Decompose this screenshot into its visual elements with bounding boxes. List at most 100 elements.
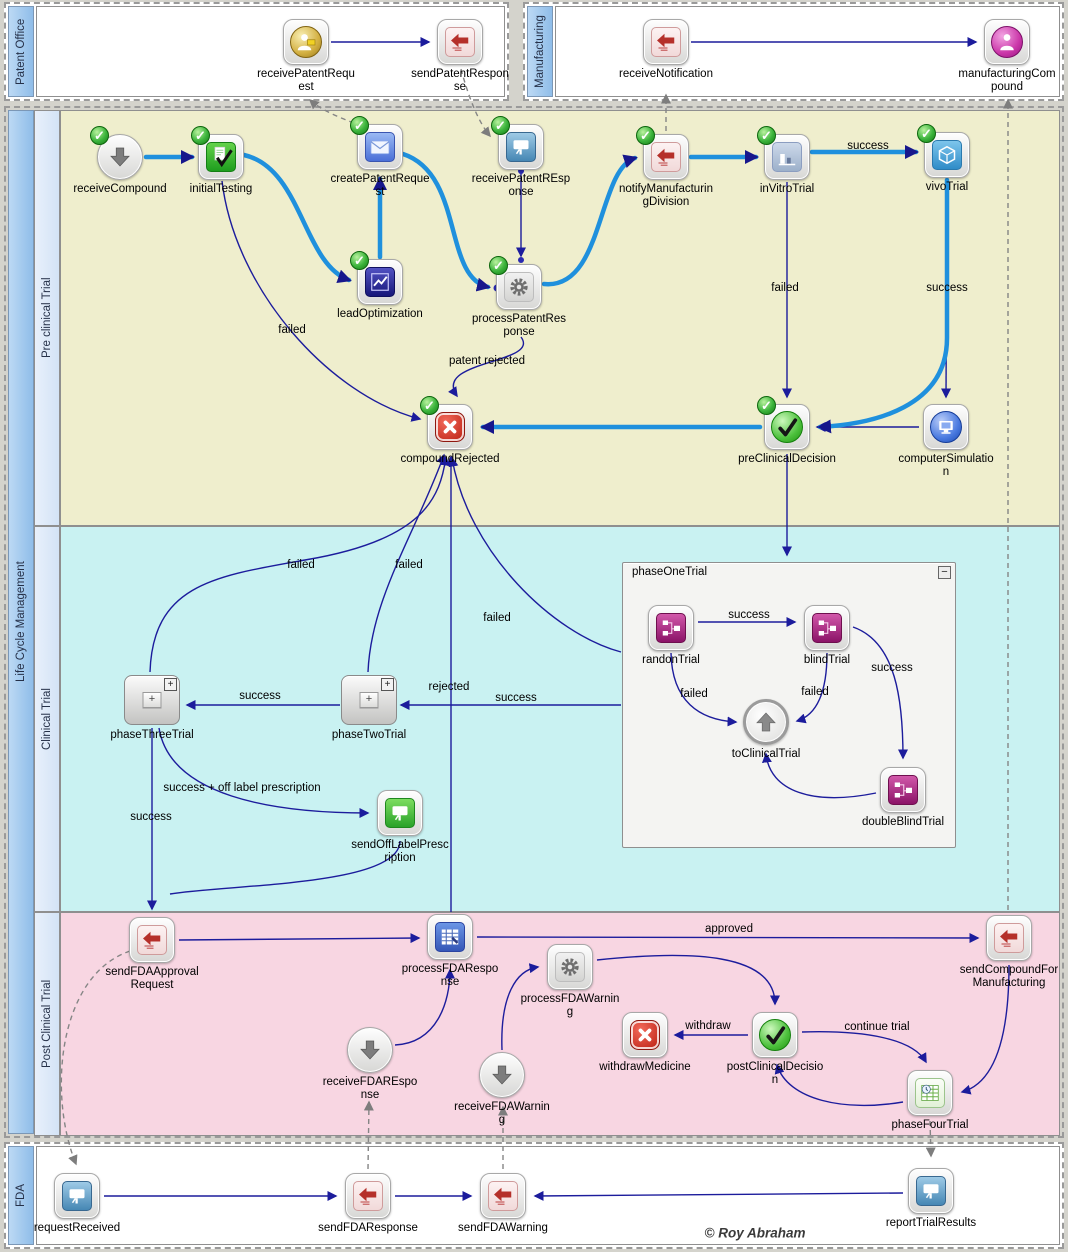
edge-label-failed: failed	[801, 686, 829, 698]
edge-label-success-off-label: success + off label prescription	[163, 782, 321, 794]
node-receiveFDAREsponse[interactable]: receiveFDAREsponse	[323, 1027, 417, 1101]
edge-label-success: success	[239, 690, 281, 702]
node-notifyManufacturingDivision[interactable]: notifyManufacturingDivision	[619, 126, 713, 208]
node-processFDAWarning[interactable]: processFDAWarning	[521, 944, 619, 1018]
spreadsheet-icon	[427, 914, 473, 960]
credit-text: © Roy Abraham	[704, 1225, 806, 1241]
lane-lcm-strip: Life Cycle Management	[8, 110, 34, 1134]
edge-label-continue-trial: continue trial	[844, 1021, 910, 1033]
edge-label-failed: failed	[395, 559, 423, 571]
node-reportTrialResults[interactable]: reportTrialResults	[886, 1168, 976, 1229]
lane-fda-strip: FDA	[8, 1146, 34, 1245]
node-receivePatentRequest[interactable]: receivePatentRequest	[257, 19, 355, 93]
lane-patent-office-content	[36, 6, 505, 97]
node-receiveCompound[interactable]: receiveCompound	[73, 126, 167, 195]
sublane-post-clinical-strip: Post Clinical Trial	[34, 912, 60, 1136]
send-icon	[345, 1173, 391, 1219]
node-receivePatentREsponse[interactable]: receivePatentREsponse	[472, 116, 570, 198]
plus-icon: +	[359, 692, 379, 708]
node-preClinicalDecision[interactable]: preClinicalDecision	[738, 396, 836, 465]
node-label: sendFDAWarning	[458, 1222, 548, 1234]
node-label: sendPatentResponse	[411, 68, 509, 93]
edge-label-success: success	[495, 692, 537, 704]
node-processFDAResponse[interactable]: processFDAResponse	[402, 914, 498, 988]
completed-check-icon	[350, 251, 369, 270]
node-label: receivePatentREsponse	[471, 173, 571, 198]
node-computerSimulation[interactable]: computerSimulation	[898, 404, 994, 478]
node-label: processFDAWarning	[520, 993, 620, 1018]
lane-label: Pre clinical Trial	[41, 277, 53, 359]
completed-check-icon	[636, 126, 655, 145]
node-vivoTrial[interactable]: vivoTrial	[917, 124, 970, 193]
node-label: notifyManufacturingDivision	[619, 183, 713, 208]
node-label: receivePatentRequest	[257, 68, 355, 93]
node-phaseFourTrial[interactable]: phaseFourTrial	[892, 1070, 968, 1131]
node-label: postClinicalDecision	[726, 1061, 824, 1086]
edge-label-withdraw: withdraw	[685, 1020, 731, 1032]
node-label: inVitroTrial	[759, 183, 815, 195]
group-phaseTwoTrial[interactable]: + + phaseTwoTrial	[332, 675, 406, 741]
node-label: receiveFDAWarning	[454, 1101, 550, 1126]
spreadsheet-clock-icon	[907, 1070, 953, 1116]
flow-icon	[804, 605, 850, 651]
node-requestReceived[interactable]: requestReceived	[34, 1173, 120, 1234]
receive-arrow-icon	[347, 1027, 393, 1073]
person-gold-icon	[283, 19, 329, 65]
node-manufacturingCompound[interactable]: manufacturingCompound	[958, 19, 1056, 93]
stop-x-icon	[427, 404, 473, 450]
node-inVitroTrial[interactable]: inVitroTrial	[757, 126, 814, 195]
edge-label-failed: failed	[287, 559, 315, 571]
signpost-icon	[498, 124, 544, 170]
node-label: sendFDAResponse	[318, 1222, 418, 1234]
node-label: receiveFDAREsponse	[322, 1076, 418, 1101]
node-label: withdrawMedicine	[599, 1061, 691, 1073]
gear-icon	[547, 944, 593, 990]
edge-label-failed: failed	[680, 688, 708, 700]
signpost-icon	[908, 1168, 954, 1214]
group-phaseThreeTrial[interactable]: + + phaseThreeTrial	[110, 675, 194, 741]
node-label: sendCompoundForManufacturing	[959, 964, 1059, 989]
expand-button[interactable]: +	[164, 678, 177, 691]
node-doubleBlindTrial[interactable]: doubleBlindTrial	[862, 767, 944, 828]
node-label: receiveCompound	[73, 183, 167, 195]
document-check-icon	[198, 134, 244, 180]
edge-label-success: success	[871, 662, 913, 674]
node-createPatentRequest[interactable]: createPatentRequest	[330, 116, 430, 198]
node-sendCompoundForManufacturing[interactable]: sendCompoundForManufacturing	[960, 915, 1058, 989]
node-withdrawMedicine[interactable]: withdrawMedicine	[599, 1012, 691, 1073]
lane-patent-office-strip: Patent Office	[8, 6, 34, 97]
node-sendFDAResponse[interactable]: sendFDAResponse	[318, 1173, 418, 1234]
lane-label: Life Cycle Management	[15, 561, 27, 683]
node-initialTesting[interactable]: initialTesting	[190, 126, 252, 195]
node-receiveFDAWarning[interactable]: receiveFDAWarning	[454, 1052, 550, 1126]
node-sendPatentResponse[interactable]: sendPatentResponse	[411, 19, 509, 93]
node-sendFDAWarning[interactable]: sendFDAWarning	[458, 1173, 548, 1234]
completed-check-icon	[191, 126, 210, 145]
completed-check-icon	[420, 396, 439, 415]
node-leadOptimization[interactable]: leadOptimization	[337, 251, 423, 320]
send-icon	[643, 134, 689, 180]
node-blindTrial[interactable]: blindTrial	[804, 605, 850, 666]
completed-check-icon	[757, 396, 776, 415]
lane-label: Patent Office	[15, 18, 27, 85]
node-label: createPatentRequest	[330, 173, 430, 198]
node-sendOffLabelPrescription[interactable]: sendOffLabelPrescription	[351, 790, 449, 864]
lane-manufacturing: Manufacturing	[523, 2, 1064, 101]
collapse-button[interactable]: −	[938, 566, 951, 579]
node-receiveNotification[interactable]: receiveNotification	[619, 19, 713, 80]
expand-button[interactable]: +	[381, 678, 394, 691]
node-label: randonTrial	[642, 654, 700, 666]
node-sendFDAApprovalRequest[interactable]: sendFDAApprovalRequest	[105, 917, 199, 991]
edge-label-rejected: rejected	[428, 681, 470, 693]
completed-check-icon	[757, 126, 776, 145]
person-icon	[984, 19, 1030, 65]
node-processPatentResponse[interactable]: processPatentResponse	[472, 256, 566, 338]
node-label: vivoTrial	[925, 181, 969, 193]
node-label: blindTrial	[803, 654, 851, 666]
node-toClinicalTrial[interactable]: toClinicalTrial	[732, 699, 800, 760]
node-label: processFDAResponse	[401, 963, 499, 988]
node-compoundRejected[interactable]: compoundRejected	[400, 396, 500, 465]
sublane-pre-clinical-strip: Pre clinical Trial	[34, 110, 60, 526]
node-postClinicalDecision[interactable]: postClinicalDecision	[727, 1012, 823, 1086]
node-randonTrial[interactable]: randonTrial	[642, 605, 700, 666]
